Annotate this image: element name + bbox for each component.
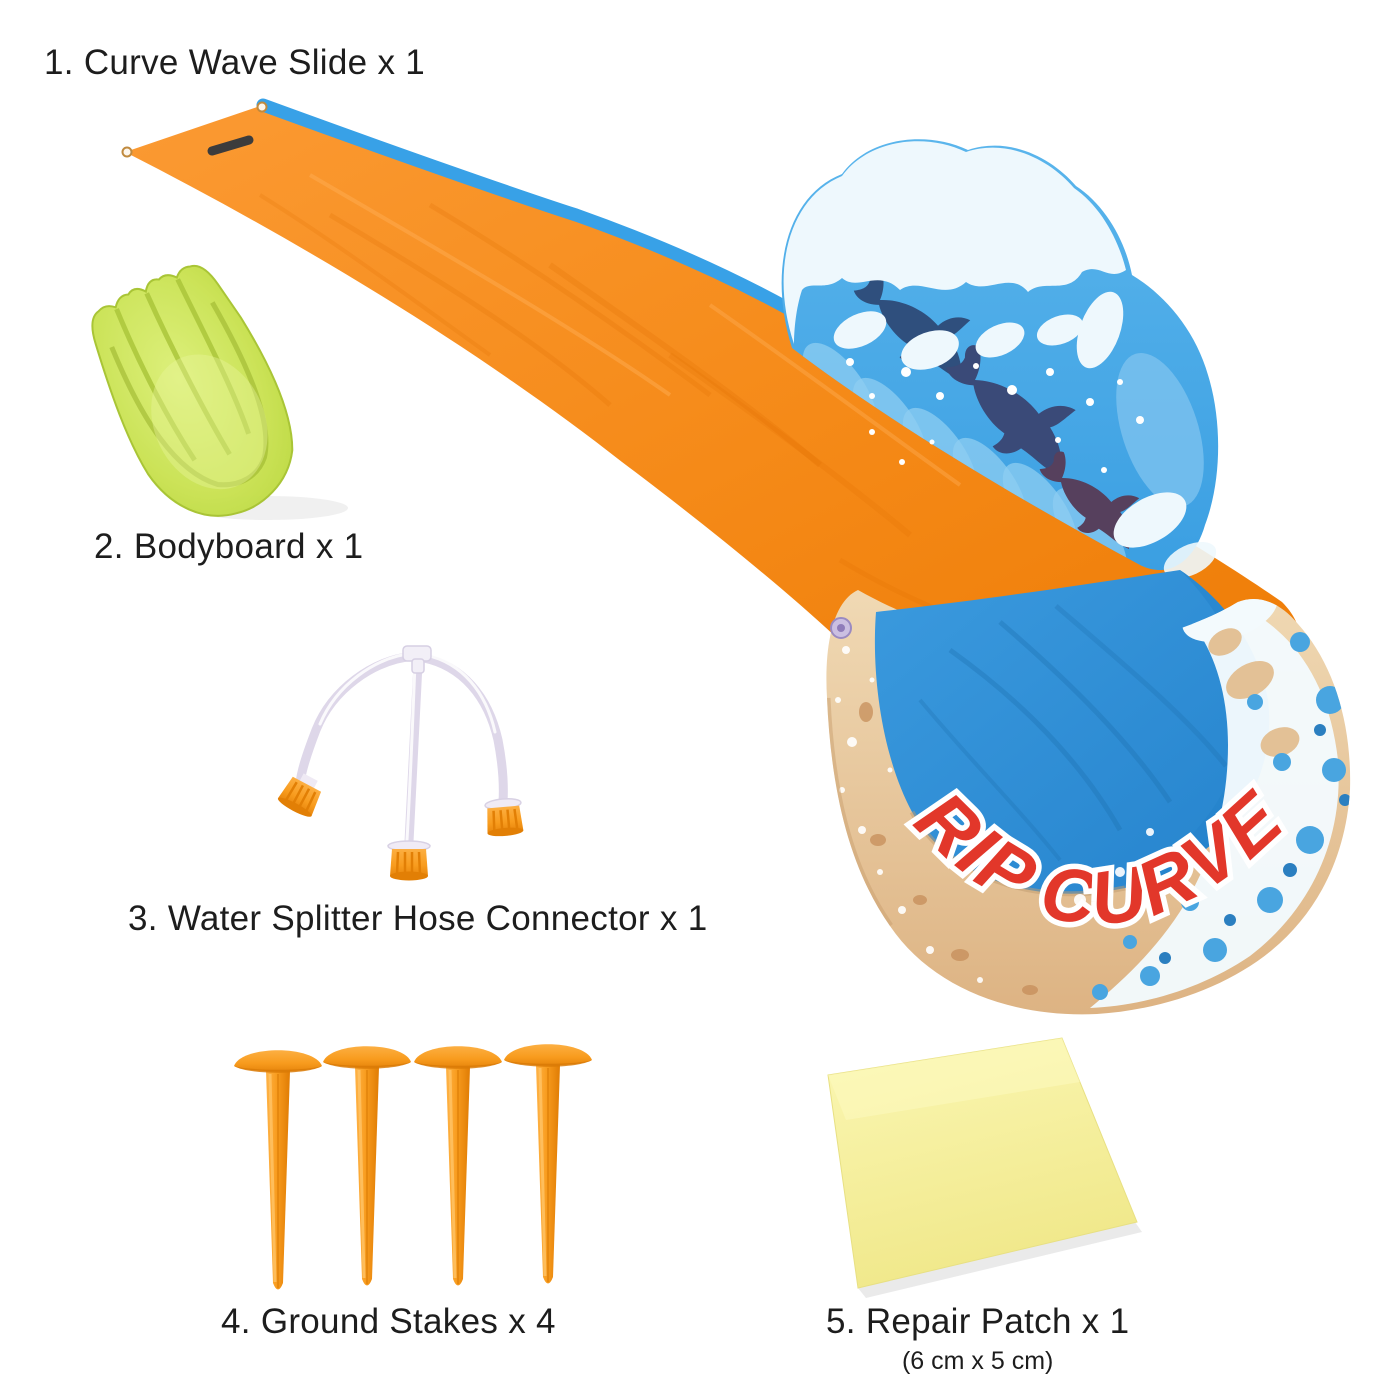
repair-patch-shadow (858, 1222, 1142, 1298)
pool-water-foam-dots (1074, 828, 1154, 906)
ground-stake-3 (412, 1044, 504, 1287)
hose-cap-right (484, 798, 524, 837)
hose-junction (402, 645, 432, 674)
hose-cap-left (277, 773, 322, 817)
pool-rim-texture (826, 634, 1038, 995)
slide-grommet-left (121, 146, 133, 158)
bodyboard-highlight (151, 354, 268, 490)
item-5-size-note: (6 cm x 5 cm) (901, 1347, 1054, 1375)
item-5-block: 5. Repair Patch x 1 (6 cm x 5 cm) (826, 1301, 1129, 1376)
item-1-label: 1. Curve Wave Slide x 1 (44, 43, 426, 82)
ground-stakes-image (232, 1042, 594, 1291)
wave-foam-bubbles (846, 358, 1144, 473)
slide-mat-wrinkles (258, 173, 1181, 673)
item-4-label: 4. Ground Stakes x 4 (221, 1302, 556, 1341)
hose-tube-highlights (318, 651, 497, 842)
wave-foam (783, 141, 1126, 344)
wave-foam-blobs (833, 291, 1217, 579)
hose-cap-center (387, 840, 431, 881)
repair-patch-image (827, 1037, 1142, 1298)
slide-grommet-top (256, 101, 268, 113)
pool-valve (830, 617, 852, 639)
ground-stake-4 (502, 1042, 594, 1285)
hose-tube-right (419, 653, 508, 807)
splash-pool-image: RIP CURVE (826, 570, 1351, 1015)
bodyboard-ridges (114, 278, 251, 462)
hose-tube-center (404, 659, 423, 847)
item-2-label: 2. Bodyboard x 1 (94, 527, 364, 566)
bodyboard-cockpit-line (109, 301, 269, 488)
slide-handle-slot (207, 135, 254, 156)
repair-patch-sheen (828, 1038, 1080, 1120)
item-5-label: 5. Repair Patch x 1 (826, 1302, 1130, 1341)
bodyboard-image (91, 264, 348, 520)
ground-stake-2 (321, 1044, 413, 1287)
ground-stake-1 (232, 1048, 324, 1291)
item-3-label: 3. Water Splitter Hose Connector x 1 (128, 899, 708, 938)
hose-splitter-image (277, 645, 524, 881)
pool-water-edge-shadow (909, 810, 1126, 897)
